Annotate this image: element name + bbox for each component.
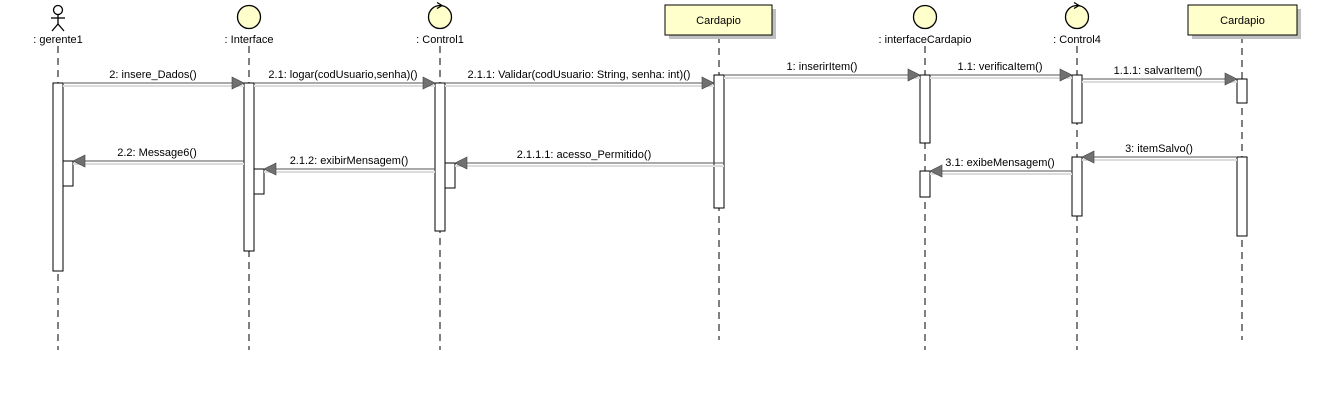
boundary-icon [236,4,262,30]
participant-gerente1: : gerente1 [33,4,83,46]
activation-bar [253,168,265,195]
participant-label: : Interface [225,34,274,46]
participant-label: : Control1 [416,34,464,46]
participant-label: Cardapio [1220,15,1265,27]
message-label: 3.1: exibeMensagem() [945,157,1054,169]
activation-bar [919,170,931,198]
participant-label: Cardapio [696,15,741,27]
message-acesso-permitido: 2.1.1.1: acesso_Permitido() [454,149,724,170]
message-label: 2: insere_Dados() [109,69,196,81]
participant-control1: : Control1 [416,1,464,46]
message-validar: 2.1.1: Validar(codUsuario: String, senha… [445,69,715,90]
message-exibe-mensagem: 3.1: exibeMensagem() [929,157,1072,178]
activation-bar [919,74,931,144]
participant-interface: : Interface [225,4,274,46]
actor-icon [51,4,65,32]
message-verifica-item: 1.1: verificaItem() [930,61,1073,82]
message-label: 2.1: logar(codUsuario,senha)() [268,69,417,81]
class-box [1187,4,1298,36]
class-box [664,4,773,36]
activation-bar [1236,78,1248,104]
message-logar: 2.1: logar(codUsuario,senha)() [254,69,436,90]
activation-bar [243,82,255,252]
message-label: 1.1.1: salvarItem() [1114,65,1203,77]
message-label: 2.2: Message6() [117,147,196,159]
activation-bar [1236,156,1248,237]
message-exibir-mensagem: 2.1.2: exibirMensagem() [263,155,435,176]
message-label: 2.1.2: exibirMensagem() [290,155,409,167]
participant-control4: : Control4 [1053,1,1101,46]
participant-interfaceCardapio: : interfaceCardapio [879,4,972,46]
message-label: 2.1.1.1: acesso_Permitido() [517,149,652,161]
control-icon [427,1,453,30]
message-message6: 2.2: Message6() [72,147,244,168]
boundary-icon [912,4,938,30]
activation-bar [444,162,456,189]
activation-bar [713,74,725,209]
participant-label: : gerente1 [33,34,83,46]
participant-label: : Control4 [1053,34,1101,46]
message-insere-dados: 2: insere_Dados() [63,69,245,90]
participant-cardapio1: Cardapio [664,4,776,39]
message-item-salvo: 3: itemSalvo() [1081,143,1237,164]
activation-bar [62,160,74,187]
activation-bar [434,82,446,232]
participant-cardapio2: Cardapio [1187,4,1301,39]
message-label: 2.1.1: Validar(codUsuario: String, senha… [468,69,691,81]
activation-bar [1071,74,1083,124]
message-label: 3: itemSalvo() [1125,143,1193,155]
participant-label: : interfaceCardapio [879,34,972,46]
control-icon [1064,1,1090,30]
message-label: 1: inserirItem() [787,61,858,73]
message-salvar-item: 1.1.1: salvarItem() [1082,65,1238,86]
message-label: 1.1: verificaItem() [958,61,1043,73]
message-inserir-item: 1: inserirItem() [724,61,921,82]
activation-bar [1071,156,1083,217]
activation-bar [52,82,64,272]
